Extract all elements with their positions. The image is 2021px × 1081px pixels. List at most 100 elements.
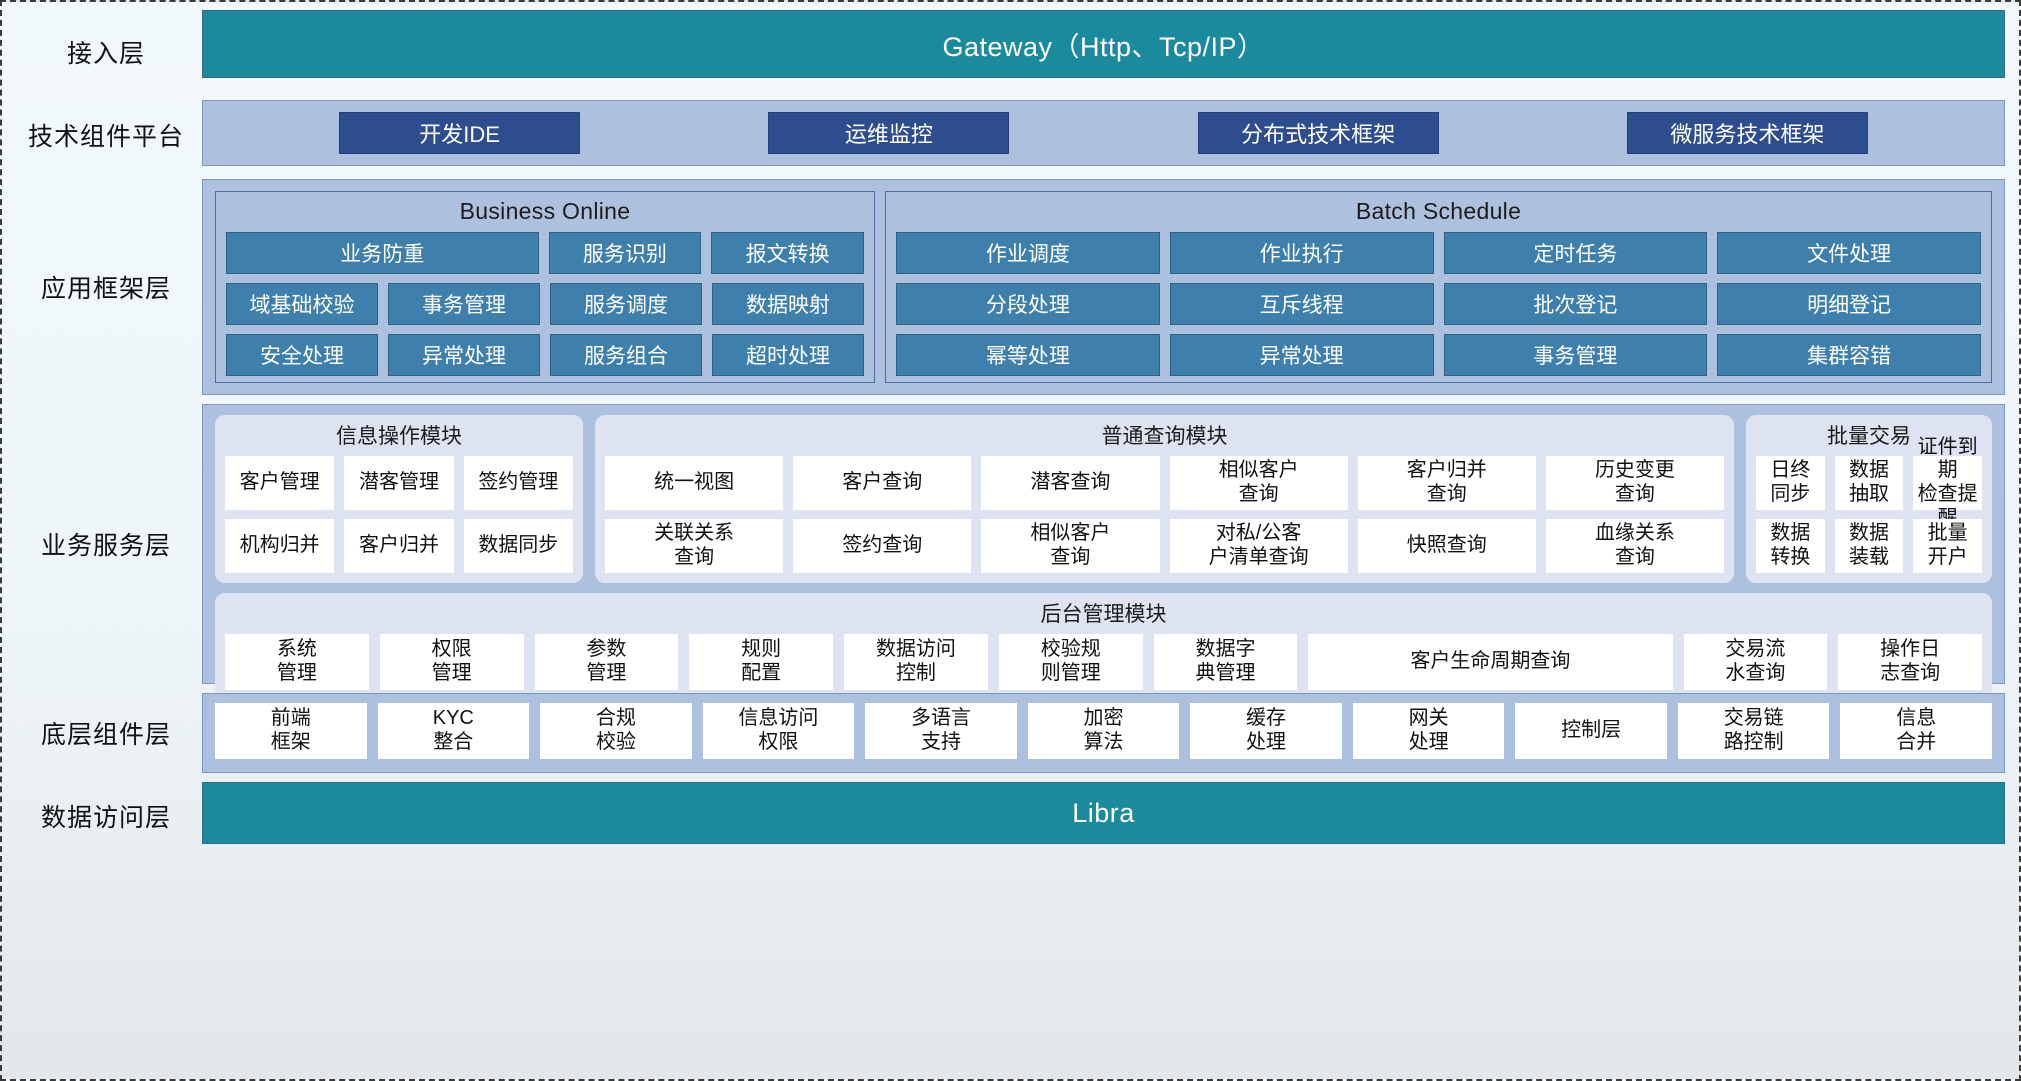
batch-schedule-title: Batch Schedule <box>1355 198 1522 224</box>
backend-admin-module-title: 后台管理模块 <box>1040 603 1167 626</box>
af-box-service-identify[interactable]: 服务识别 <box>548 232 702 274</box>
info-module-row-1: 客户管理 潜客管理 签约管理 <box>225 456 573 510</box>
af-box-exception-handling[interactable]: 异常处理 <box>388 334 540 376</box>
af-box-message-convert[interactable]: 报文转换 <box>711 232 864 274</box>
comp-box-control-layer[interactable]: 控制层 <box>1515 703 1667 759</box>
comp-box-encryption-algorithm[interactable]: 加密 算法 <box>1027 703 1180 759</box>
tech-item-distributed[interactable]: 分布式技术框架 <box>1197 112 1439 154</box>
comp-box-compliance-check[interactable]: 合规 校验 <box>540 703 692 759</box>
admin-box-operation-log-query[interactable]: 操作日 志查询 <box>1838 634 1983 690</box>
biz-box-lineage-query[interactable]: 血缘关系 查询 <box>1545 519 1725 573</box>
af-box-batch-register[interactable]: 批次登记 <box>1443 283 1708 325</box>
info-module-row-2: 机构归并 客户归并 数据同步 <box>225 519 573 573</box>
business-online-row-2: 域基础校验 事务管理 服务调度 数据映射 <box>226 283 864 325</box>
admin-box-system-mgmt[interactable]: 系统 管理 <box>225 634 369 690</box>
biz-box-prospect-mgmt[interactable]: 潜客管理 <box>344 456 454 510</box>
biz-box-data-sync[interactable]: 数据同步 <box>463 519 573 573</box>
admin-box-data-access-control[interactable]: 数据访问 控制 <box>844 634 988 690</box>
tech-item-ops[interactable]: 运维监控 <box>768 112 1010 154</box>
business-online-row-3: 安全处理 异常处理 服务组合 超时处理 <box>226 334 864 376</box>
admin-box-data-dictionary-mgmt[interactable]: 数据字 典管理 <box>1153 634 1298 690</box>
af-box-mutex-thread[interactable]: 互斥线程 <box>1169 283 1434 325</box>
af-box-anti-duplicate[interactable]: 业务防重 <box>226 232 539 274</box>
admin-box-transaction-flow-query[interactable]: 交易流 水查询 <box>1683 634 1828 690</box>
comp-box-info-access-permission[interactable]: 信息访问 权限 <box>702 703 855 759</box>
af-box-idempotent-handling[interactable]: 幂等处理 <box>896 334 1160 376</box>
comp-box-frontend-framework[interactable]: 前端 框架 <box>215 703 367 759</box>
comp-box-multilingual-support[interactable]: 多语言 支持 <box>865 703 1017 759</box>
app-framework-row: 应用框架层 Business Online 业务防重 服务识别 报文转换 域基础… <box>10 179 2005 395</box>
batch-schedule-row-3: 幂等处理 异常处理 事务管理 集群容错 <box>896 334 1981 376</box>
batch-transaction-module-title: 批量交易 <box>1827 425 1911 448</box>
biz-box-relationship-query[interactable]: 关联关系 查询 <box>605 519 784 573</box>
biz-box-similar-customer-query-2[interactable]: 相似客户 查询 <box>981 519 1160 573</box>
batch-module-row-2: 数据 转换 数据 装载 批量 开户 <box>1756 519 1983 573</box>
af-box-service-composition[interactable]: 服务组合 <box>550 334 702 376</box>
tech-item-microservice[interactable]: 微服务技术框架 <box>1626 112 1868 154</box>
biz-box-batch-account-open[interactable]: 批量 开户 <box>1913 519 1983 573</box>
info-operation-module-title: 信息操作模块 <box>336 425 462 448</box>
af-box-domain-validate[interactable]: 域基础校验 <box>226 283 378 325</box>
af-box-batch-transaction-mgmt[interactable]: 事务管理 <box>1443 334 1708 376</box>
biz-box-document-expiry-reminder[interactable]: 证件到期 检查提醒 <box>1913 436 1983 529</box>
biz-box-contract-mgmt[interactable]: 签约管理 <box>463 456 573 510</box>
af-box-transaction-mgmt[interactable]: 事务管理 <box>388 283 540 325</box>
batch-module-row-1: 日终 同步 数据 抽取 证件到期 检查提醒 <box>1756 436 1983 529</box>
af-box-batch-exception-handling[interactable]: 异常处理 <box>1169 334 1434 376</box>
data-access-layer-row: 数据访问层 Libra <box>10 782 2005 850</box>
af-box-cluster-fault-tolerance[interactable]: 集群容错 <box>1717 334 1981 376</box>
business-service-panel: 信息操作模块 客户管理 潜客管理 签约管理 机构归并 客户归并 数据同步 <box>202 404 2005 700</box>
biz-box-org-merge[interactable]: 机构归并 <box>225 519 335 573</box>
query-module-row-2: 关联关系 查询 签约查询 相似客户 查询 对私/公客 户清单查询 快照查询 血缘… <box>605 519 1725 573</box>
af-box-job-schedule[interactable]: 作业调度 <box>896 232 1160 274</box>
biz-box-contract-query[interactable]: 签约查询 <box>793 519 972 573</box>
admin-box-parameter-mgmt[interactable]: 参数 管理 <box>534 634 679 690</box>
biz-box-data-transform[interactable]: 数据 转换 <box>1756 519 1825 573</box>
tech-item-ide[interactable]: 开发IDE <box>339 112 581 154</box>
comp-box-transaction-link-control[interactable]: 交易链 路控制 <box>1677 703 1830 759</box>
af-box-segment-handling[interactable]: 分段处理 <box>896 283 1160 325</box>
biz-box-history-change-query[interactable]: 历史变更 查询 <box>1545 456 1725 510</box>
af-box-service-schedule[interactable]: 服务调度 <box>550 283 702 325</box>
comp-box-cache-handling[interactable]: 缓存 处理 <box>1190 703 1342 759</box>
layer-label-app-framework: 应用框架层 <box>40 274 171 303</box>
batch-schedule-group: Batch Schedule 作业调度 作业执行 定时任务 文件处理 分段处理 … <box>885 191 1992 383</box>
comp-box-info-merge[interactable]: 信息 合并 <box>1840 703 1993 759</box>
biz-box-unified-view[interactable]: 统一视图 <box>605 456 784 510</box>
comp-box-gateway-handling[interactable]: 网关 处理 <box>1352 703 1505 759</box>
batch-schedule-row-2: 分段处理 互斥线程 批次登记 明细登记 <box>896 283 1981 325</box>
biz-box-customer-merge-query[interactable]: 客户归并 查询 <box>1357 456 1536 510</box>
biz-box-customer-merge[interactable]: 客户归并 <box>344 519 454 573</box>
biz-box-private-public-list-query[interactable]: 对私/公客 户清单查询 <box>1169 519 1348 573</box>
biz-box-data-load[interactable]: 数据 装载 <box>1834 519 1904 573</box>
admin-box-customer-lifecycle-query[interactable]: 客户生命周期查询 <box>1308 634 1673 690</box>
batch-schedule-row-1: 作业调度 作业执行 定时任务 文件处理 <box>896 232 1981 274</box>
common-query-module-title: 普通查询模块 <box>1101 425 1228 448</box>
biz-box-data-extract[interactable]: 数据 抽取 <box>1834 456 1904 510</box>
admin-box-permission-mgmt[interactable]: 权限 管理 <box>379 634 524 690</box>
access-layer-row: 接入层 Gateway（Http、Tcp/IP） <box>10 10 2005 94</box>
af-box-file-handling[interactable]: 文件处理 <box>1717 232 1981 274</box>
af-box-timeout-handling[interactable]: 超时处理 <box>712 334 864 376</box>
layer-label-business-service: 业务服务层 <box>40 531 171 560</box>
af-box-timed-task[interactable]: 定时任务 <box>1443 232 1708 274</box>
admin-box-validation-rule-mgmt[interactable]: 校验规 则管理 <box>998 634 1143 690</box>
app-framework-panel: Business Online 业务防重 服务识别 报文转换 域基础校验 事务管… <box>202 179 2005 395</box>
tech-platform-row: 技术组件平台 开发IDE 运维监控 分布式技术框架 微服务技术框架 <box>10 100 2005 170</box>
biz-box-customer-mgmt[interactable]: 客户管理 <box>225 456 335 510</box>
business-online-row-1: 业务防重 服务识别 报文转换 <box>226 232 864 274</box>
biz-box-snapshot-query[interactable]: 快照查询 <box>1357 519 1536 573</box>
af-box-security-handling[interactable]: 安全处理 <box>226 334 378 376</box>
info-operation-module: 信息操作模块 客户管理 潜客管理 签约管理 机构归并 客户归并 数据同步 <box>215 415 583 583</box>
biz-box-eod-sync[interactable]: 日终 同步 <box>1756 456 1825 510</box>
backend-admin-module: 后台管理模块 系统 管理 权限 管理 参数 管理 规则 配置 数据访问 控制 校… <box>215 593 1992 700</box>
biz-box-customer-query[interactable]: 客户查询 <box>793 456 972 510</box>
admin-module-row: 后台管理模块 系统 管理 权限 管理 参数 管理 规则 配置 数据访问 控制 校… <box>215 593 1992 700</box>
af-box-job-execute[interactable]: 作业执行 <box>1169 232 1434 274</box>
biz-box-prospect-query[interactable]: 潜客查询 <box>981 456 1160 510</box>
biz-box-similar-customer-query[interactable]: 相似客户 查询 <box>1169 456 1348 510</box>
af-box-data-mapping[interactable]: 数据映射 <box>712 283 864 325</box>
admin-box-rule-config[interactable]: 规则 配置 <box>689 634 834 690</box>
comp-box-kyc-integration[interactable]: KYC 整合 <box>377 703 530 759</box>
af-box-detail-register[interactable]: 明细登记 <box>1717 283 1981 325</box>
